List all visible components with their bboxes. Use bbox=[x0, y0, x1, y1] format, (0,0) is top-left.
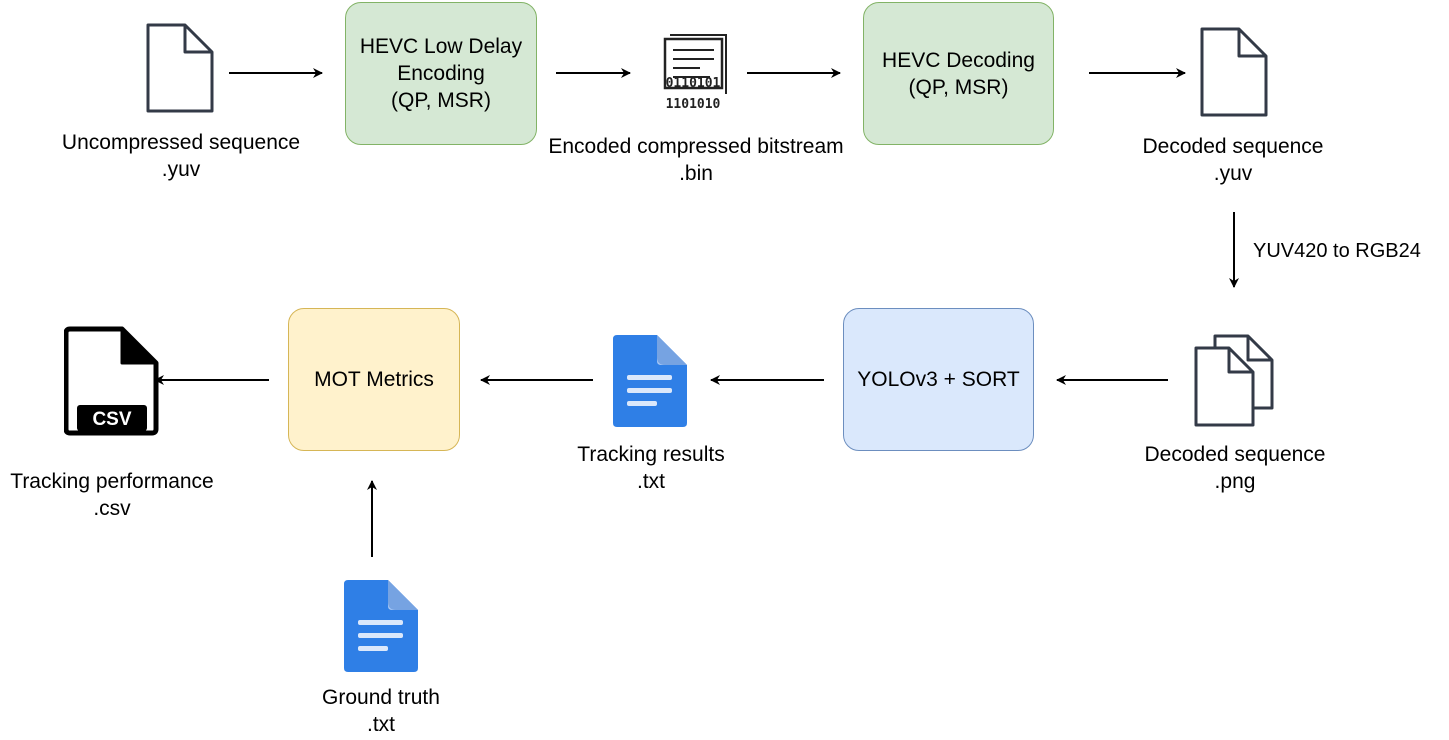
tracking-performance-ext: .csv bbox=[93, 497, 131, 520]
uncompressed-sequence-label: Uncompressed sequence .yuv bbox=[62, 129, 300, 183]
file-icon bbox=[146, 23, 214, 113]
csv-badge-text: CSV bbox=[92, 409, 131, 430]
uncompressed-ext: .yuv bbox=[161, 158, 201, 181]
uncompressed-name: Uncompressed sequence bbox=[61, 131, 301, 154]
tracker-node[interactable]: YOLOv3 + SORT bbox=[843, 308, 1034, 451]
tracking-results-name: Tracking results bbox=[577, 443, 725, 466]
metrics-node[interactable]: MOT Metrics bbox=[288, 308, 460, 451]
encoder-node-label: HEVC Low Delay Encoding (QP, MSR) bbox=[359, 35, 523, 112]
text-document-icon bbox=[613, 335, 687, 427]
file-icon bbox=[1200, 27, 1268, 117]
encoder-node[interactable]: HEVC Low Delay Encoding (QP, MSR) bbox=[345, 2, 537, 145]
bitstream-ext: .bin bbox=[679, 162, 713, 185]
binary-document-icon: 0110101 1101010 bbox=[663, 34, 727, 112]
binary-bottom-text: 1101010 bbox=[666, 97, 721, 112]
decoded-yuv-name: Decoded sequence bbox=[1142, 135, 1324, 158]
decoded-png-name: Decoded sequence bbox=[1144, 443, 1326, 466]
decoded-yuv-ext: .yuv bbox=[1213, 162, 1253, 185]
binary-top-text: 0110101 bbox=[666, 76, 721, 91]
tracking-performance-label: Tracking performance .csv bbox=[10, 468, 213, 522]
metrics-node-label: MOT Metrics bbox=[314, 368, 434, 391]
decoder-node[interactable]: HEVC Decoding (QP, MSR) bbox=[863, 2, 1054, 145]
ground-truth-name: Ground truth bbox=[322, 686, 440, 709]
ground-truth-ext: .txt bbox=[366, 713, 395, 736]
bitstream-name: Encoded compressed bitstream bbox=[548, 135, 844, 158]
conversion-edge-label: YUV420 to RGB24 bbox=[1253, 240, 1421, 262]
decoder-node-label: HEVC Decoding (QP, MSR) bbox=[882, 48, 1035, 99]
csv-file-icon: CSV bbox=[64, 326, 159, 436]
ground-truth-label: Ground truth .txt bbox=[322, 684, 440, 738]
text-document-icon bbox=[344, 580, 418, 672]
tracking-performance-name: Tracking performance bbox=[10, 470, 214, 493]
decoded-png-ext: .png bbox=[1214, 470, 1256, 493]
tracking-results-ext: .txt bbox=[636, 470, 665, 493]
multiple-files-icon bbox=[1194, 334, 1274, 427]
decoded-png-label: Decoded sequence .png bbox=[1145, 441, 1326, 495]
decoded-yuv-label: Decoded sequence .yuv bbox=[1143, 133, 1324, 187]
tracker-node-label: YOLOv3 + SORT bbox=[857, 368, 1020, 391]
bitstream-label: Encoded compressed bitstream .bin bbox=[548, 133, 843, 187]
tracking-results-label: Tracking results .txt bbox=[577, 441, 724, 495]
